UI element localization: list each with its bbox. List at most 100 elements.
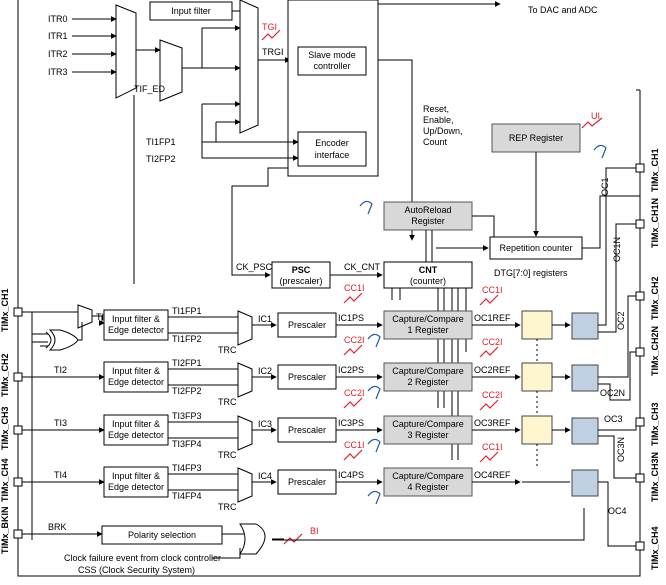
prescaler-box-4 — [277, 469, 337, 495]
fp-a-label-1: TI1FP1 — [172, 306, 202, 316]
ti-label-4: TI4 — [54, 470, 67, 480]
oc2-label: OC2 — [616, 311, 626, 330]
icps-label-4: IC4PS — [338, 470, 364, 480]
repetition-counter-label: Repetition counter — [499, 243, 572, 253]
dtg-label: DTG[7:0] registers — [494, 268, 568, 278]
bi-interrupt-icon — [283, 533, 303, 545]
ti1fp1-top-label: TI1FP1 — [146, 137, 176, 147]
tgi-label: TGI — [262, 22, 277, 32]
polarity-selection — [101, 525, 223, 545]
oc1n-label: OC1N — [612, 237, 622, 262]
psc-block — [271, 261, 331, 289]
brk-label: BRK — [48, 522, 67, 532]
output-block-1 — [571, 312, 599, 340]
ti1-mux-label: TI1 — [96, 312, 109, 322]
right-pin-3 — [635, 291, 645, 301]
oc1-label: OC1 — [600, 177, 610, 196]
right-pin-6 — [635, 473, 645, 483]
ccint-label-4: CC1I — [344, 440, 365, 450]
ocref-label-3: OC3REF — [474, 418, 511, 428]
output-wire-7 — [598, 481, 636, 547]
ccint-icon-2 — [343, 344, 363, 356]
itr1-label: ITR1 — [48, 31, 68, 41]
encoder-interface — [297, 131, 367, 167]
right-pin-5 — [635, 417, 645, 427]
updown-label: Up/Down, — [423, 126, 463, 136]
output-wire-1 — [598, 167, 636, 326]
left-pin-4 — [13, 477, 23, 487]
ccdma-icon-1 — [367, 333, 381, 348]
deadtime-block-1 — [521, 310, 553, 340]
ccint-icon-1 — [343, 292, 363, 304]
ic-mux-3 — [237, 415, 253, 451]
cc-label2-2: 2 Register — [407, 377, 448, 387]
prescaler-label-3: Prescaler — [288, 425, 326, 435]
bi-label: BI — [310, 526, 319, 536]
fp-a-label-4: TI4FP3 — [172, 463, 202, 473]
css-label: CSS (Clock Security System) — [78, 565, 195, 575]
cc-label2-4: 4 Register — [407, 482, 448, 492]
ocint-icon-4 — [479, 451, 499, 463]
ic-label-3: IC3 — [258, 419, 272, 429]
left-pin-label-1: TIMx_CH1 — [0, 288, 10, 332]
slave-mode-l2: controller — [313, 61, 350, 71]
oc3-label: OC3 — [604, 414, 623, 424]
ti1-mux — [77, 304, 93, 329]
trgo-dac-label: To DAC and ADC — [528, 5, 598, 15]
filter-label2-3: Edge detector — [108, 430, 164, 440]
filter-box-4 — [103, 466, 169, 498]
left-pin-label-5: TIMx_BKIN — [0, 506, 10, 554]
ti-label-3: TI3 — [54, 418, 67, 428]
polarity-label: Polarity selection — [128, 530, 196, 540]
ocint-icon-2 — [479, 346, 499, 358]
ck-cnt-label: CK_CNT — [344, 262, 381, 272]
ocint-label-1: CC1I — [482, 285, 503, 295]
tif-ed-label: TIF_ED — [134, 84, 166, 94]
left-pin-label-4: TIMx_CH4 — [0, 458, 10, 502]
left-pin-3 — [13, 425, 23, 435]
cc-label-4: Capture/Compare — [392, 471, 464, 481]
autoreload-register — [383, 201, 473, 231]
ccdma-icon-3 — [367, 438, 381, 453]
fp-a-label-2: TI2FP1 — [172, 358, 202, 368]
output-block-3 — [571, 417, 599, 445]
ccint-icon-4 — [343, 449, 363, 461]
icps-label-2: IC2PS — [338, 365, 364, 375]
ccint-label-1: CC1I — [344, 283, 365, 293]
cc-label-3: Capture/Compare — [392, 419, 464, 429]
cc-register-2 — [383, 362, 473, 392]
slave-mode-controller — [297, 46, 367, 76]
filter-label-1: Input filter & — [112, 314, 160, 324]
itr3-label: ITR3 — [48, 67, 68, 77]
itr0-label: ITR0 — [48, 14, 68, 24]
fp-b-label-1: TI1FP2 — [172, 334, 202, 344]
deadtime-block-2 — [521, 362, 553, 392]
cc-label2-3: 3 Register — [407, 430, 448, 440]
ocint-icon-1 — [479, 294, 499, 306]
count-label: Count — [423, 137, 448, 147]
cc-register-1 — [383, 310, 473, 340]
cc-label-1: Capture/Compare — [392, 314, 464, 324]
autoreload-l1: AutoReload — [404, 205, 451, 215]
channel-group: Input filter &Edge detectorTI1FP1TI1FP2T… — [32, 283, 599, 512]
ic-label-4: IC4 — [258, 471, 272, 481]
input-filter-label: Input filter — [171, 6, 211, 16]
right-pin-2 — [635, 219, 645, 229]
ccdma-icon-2 — [367, 385, 381, 400]
output-wire-2 — [598, 223, 636, 333]
filter-label-4: Input filter & — [112, 471, 160, 481]
output-wire-5 — [598, 426, 637, 431]
ocref-label-2: OC2REF — [474, 365, 511, 375]
ocint-label-3: CC2I — [482, 390, 503, 400]
ic-label-1: IC1 — [258, 314, 272, 324]
trc-label-2: TRC — [218, 397, 237, 407]
rep-register — [491, 123, 581, 153]
fp-b-label-2: TI2FP2 — [172, 386, 202, 396]
ck-psc-label: CK_PSC — [236, 262, 273, 272]
right-pin-label-2: TIMx_CH1N — [650, 198, 660, 248]
timer-outline — [17, 0, 641, 577]
deadtime-block-3 — [521, 415, 553, 445]
filter-label2-4: Edge detector — [108, 482, 164, 492]
output-wire-4 — [598, 351, 636, 401]
filter-box-3 — [103, 414, 169, 446]
